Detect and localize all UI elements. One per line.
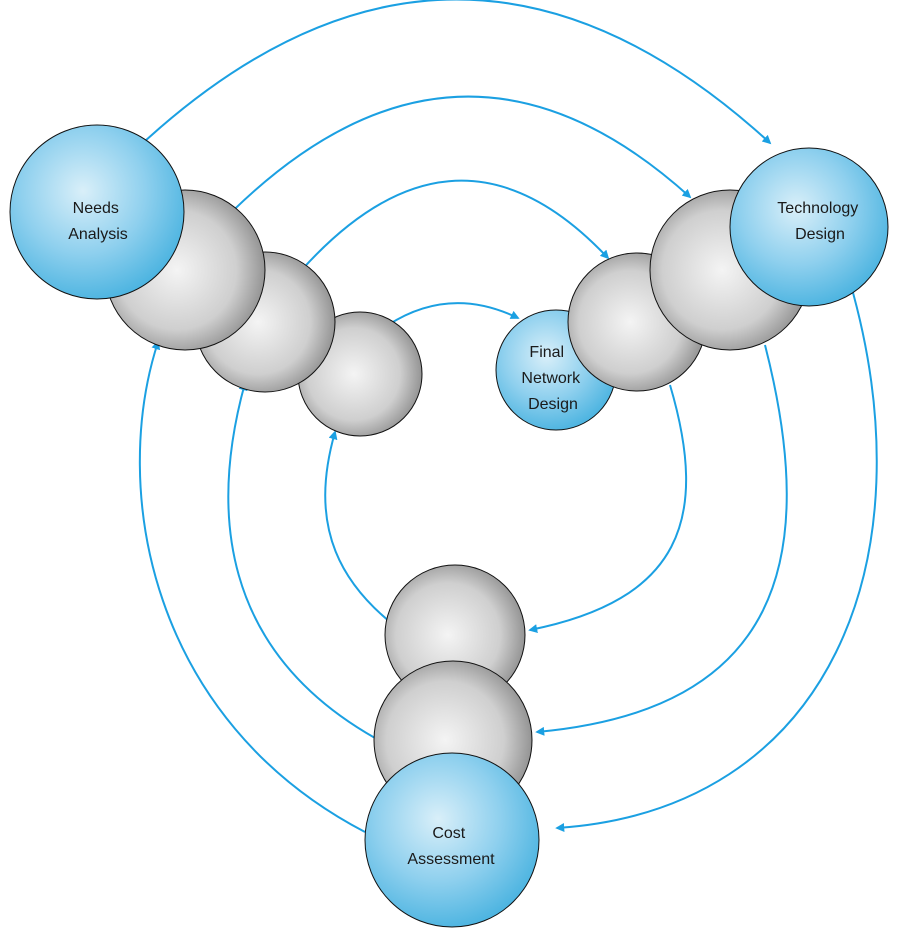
cost-assessment-label-line1: Cost — [432, 825, 465, 842]
final-network-design-label-line1: Final — [529, 344, 564, 361]
cost-assessment-label: Cost Assessment — [407, 825, 495, 868]
final-network-design-label: Final Network Design — [521, 344, 584, 413]
arrow-second-right — [535, 344, 788, 736]
arrow-outer-top — [129, 0, 772, 156]
design-chain: Final Network Design Technology Design — [495, 147, 889, 431]
technology-design-circle — [729, 147, 889, 307]
cost-chain: Cost Assessment — [364, 564, 540, 928]
cost-assessment-circle — [364, 752, 540, 928]
technology-design-label: Technology Design — [777, 200, 862, 243]
arrow-outer-left — [138, 340, 366, 833]
technology-design-label-line2: Design — [795, 226, 845, 243]
needs-analysis-label-line2: Analysis — [68, 226, 128, 243]
cost-assessment-label-line2: Assessment — [407, 851, 495, 868]
arrow-third-top — [286, 179, 610, 288]
needs-analysis-label: Needs Analysis — [68, 200, 128, 243]
arrow-second-top — [211, 95, 692, 233]
final-network-design-label-line3: Design — [528, 396, 578, 413]
final-network-design-label-line2: Network — [521, 370, 581, 387]
arrow-inner-top — [387, 302, 520, 326]
arrow-outer-right — [555, 281, 878, 833]
arrow-third-right — [528, 384, 688, 633]
needs-analysis-label-line1: Needs — [73, 200, 119, 217]
needs-analysis-circle — [9, 124, 185, 300]
cycle-arrows — [129, 0, 878, 833]
analysis-chain: Needs Analysis — [9, 124, 423, 437]
technology-design-label-line1: Technology — [777, 200, 858, 217]
arrow-second-left — [227, 381, 376, 739]
